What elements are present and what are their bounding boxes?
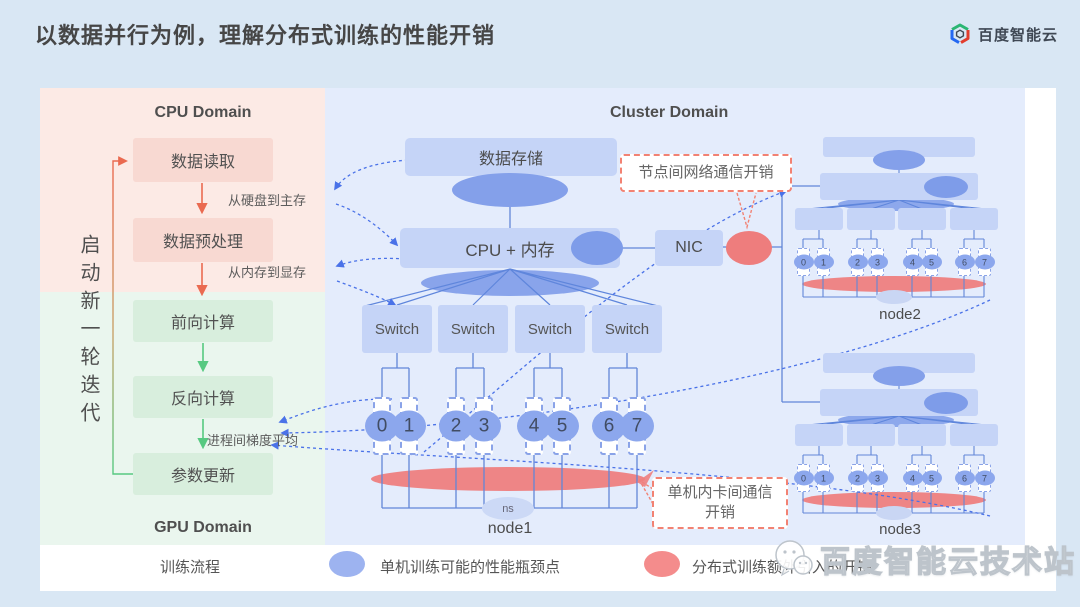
storage-box: 数据存储 xyxy=(405,138,617,176)
switch-box-1: Switch xyxy=(362,305,432,353)
legend-overhead-dot xyxy=(644,551,680,577)
node3-gpu-5: 5 xyxy=(921,470,942,486)
node2-storage-box xyxy=(823,137,975,157)
transition-gradient-avg: 进程间梯度平均 xyxy=(207,433,299,448)
node2-gpu-unit: 2 xyxy=(847,248,868,276)
node2-label: node2 xyxy=(879,306,921,323)
node2-gpu-unit: 3 xyxy=(867,248,888,276)
gpu-unit: 0 xyxy=(365,397,399,455)
cpu-domain-title: CPU Domain xyxy=(154,104,252,121)
node2-gpu-5: 5 xyxy=(921,254,942,270)
gpu-3: 3 xyxy=(467,410,501,442)
step-data-read: 数据读取 xyxy=(133,138,273,182)
intra-node-overhead-callout: 单机内卡间通信开销 xyxy=(652,477,788,529)
node1-label: node1 xyxy=(487,520,533,537)
switch-box-4: Switch xyxy=(592,305,662,353)
node2-switch-box xyxy=(898,208,946,230)
gpu-unit: 7 xyxy=(620,397,654,455)
page-title: 以数据并行为例，理解分布式训练的性能开销 xyxy=(35,23,496,48)
watermark: 百度智能云技术站 xyxy=(770,535,1076,583)
node2-gpu-unit: 7 xyxy=(974,248,995,276)
legend-overhead-label: 分布式训练额外引入的开销 xyxy=(692,559,873,576)
cpu-mem-box: CPU + 内存 xyxy=(400,228,620,268)
node3-switch-box xyxy=(847,424,895,446)
node2-gpu-unit: 6 xyxy=(954,248,975,276)
legend-bottleneck-dot xyxy=(329,551,365,577)
node3-gpu-unit: 0 xyxy=(793,464,814,492)
gpu-unit: 2 xyxy=(439,397,473,455)
legend-flow-label: 训练流程 xyxy=(159,559,220,576)
node2-gpu-0: 0 xyxy=(793,254,814,270)
node2-gpu-2: 2 xyxy=(847,254,868,270)
node3-gpu-1: 1 xyxy=(813,470,834,486)
legend-bottleneck-label: 单机训练可能的性能瓶颈点 xyxy=(380,559,561,576)
node2-gpu-unit: 4 xyxy=(902,248,923,276)
brand-logo: 百度智能云 xyxy=(948,22,1058,46)
loop-label: 启动新一轮迭代 xyxy=(77,234,99,430)
node3-gpu-unit: 5 xyxy=(921,464,942,492)
node2-cpu-box xyxy=(820,173,978,200)
node3-storage-box xyxy=(823,353,975,373)
node3-gpu-unit: 4 xyxy=(902,464,923,492)
nic-box: NIC xyxy=(655,230,723,266)
node3-gpu-7: 7 xyxy=(974,470,995,486)
node3-gpu-0: 0 xyxy=(793,470,814,486)
node3-switch-box xyxy=(898,424,946,446)
node3-cpu-box xyxy=(820,389,978,416)
node3-gpu-unit: 6 xyxy=(954,464,975,492)
gpu-unit: 4 xyxy=(517,397,551,455)
brand-name: 百度智能云 xyxy=(978,26,1059,44)
cluster-domain-title: Cluster Domain xyxy=(610,104,729,121)
node2-gpu-1: 1 xyxy=(813,254,834,270)
node2-gpu-unit: 5 xyxy=(921,248,942,276)
node3-gpu-2: 2 xyxy=(847,470,868,486)
step-backward: 反向计算 xyxy=(133,376,273,418)
node2-gpu-unit: 0 xyxy=(793,248,814,276)
node2-gpu-7: 7 xyxy=(974,254,995,270)
node3-gpu-6: 6 xyxy=(954,470,975,486)
gpu-5: 5 xyxy=(545,410,579,442)
node2-switch-box xyxy=(950,208,998,230)
node3-gpu-unit: 7 xyxy=(974,464,995,492)
baidu-cloud-logo-icon xyxy=(950,23,970,44)
node2-gpu-6: 6 xyxy=(954,254,975,270)
node1-bus-ellipse: ns xyxy=(482,497,534,520)
node3-gpu-unit: 1 xyxy=(813,464,834,492)
transition-disk-to-mem: 从硬盘到主存 xyxy=(228,193,307,208)
gpu-unit: 3 xyxy=(467,397,501,455)
gpu-unit: 5 xyxy=(545,397,579,455)
gpu-unit: 6 xyxy=(592,397,626,455)
node2-gpu-4: 4 xyxy=(902,254,923,270)
step-param-update: 参数更新 xyxy=(133,453,273,495)
gpu-1: 1 xyxy=(392,410,426,442)
node3-gpu-4: 4 xyxy=(902,470,923,486)
node2-gpu-3: 3 xyxy=(867,254,888,270)
gpu-unit: 1 xyxy=(392,397,426,455)
switch-box-2: Switch xyxy=(438,305,508,353)
node3-gpu-3: 3 xyxy=(867,470,888,486)
node3-gpu-unit: 3 xyxy=(867,464,888,492)
node2-switch-box xyxy=(847,208,895,230)
node3-switch-box xyxy=(795,424,843,446)
wechat-icon xyxy=(775,540,813,577)
watermark-text: 百度智能云技术站 xyxy=(819,545,1076,579)
step-preprocess: 数据预处理 xyxy=(133,218,273,262)
network-overhead-callout: 节点间网络通信开销 xyxy=(620,154,792,192)
node3-switch-box xyxy=(950,424,998,446)
step-forward: 前向计算 xyxy=(133,300,273,342)
node3-label: node3 xyxy=(879,521,921,538)
transition-mem-to-vram: 从内存到显存 xyxy=(228,265,307,280)
gpu-7: 7 xyxy=(620,410,654,442)
gpu-domain-title: GPU Domain xyxy=(154,519,252,536)
node2-gpu-unit: 1 xyxy=(813,248,834,276)
switch-box-3: Switch xyxy=(515,305,585,353)
node3-gpu-unit: 2 xyxy=(847,464,868,492)
node2-switch-box xyxy=(795,208,843,230)
